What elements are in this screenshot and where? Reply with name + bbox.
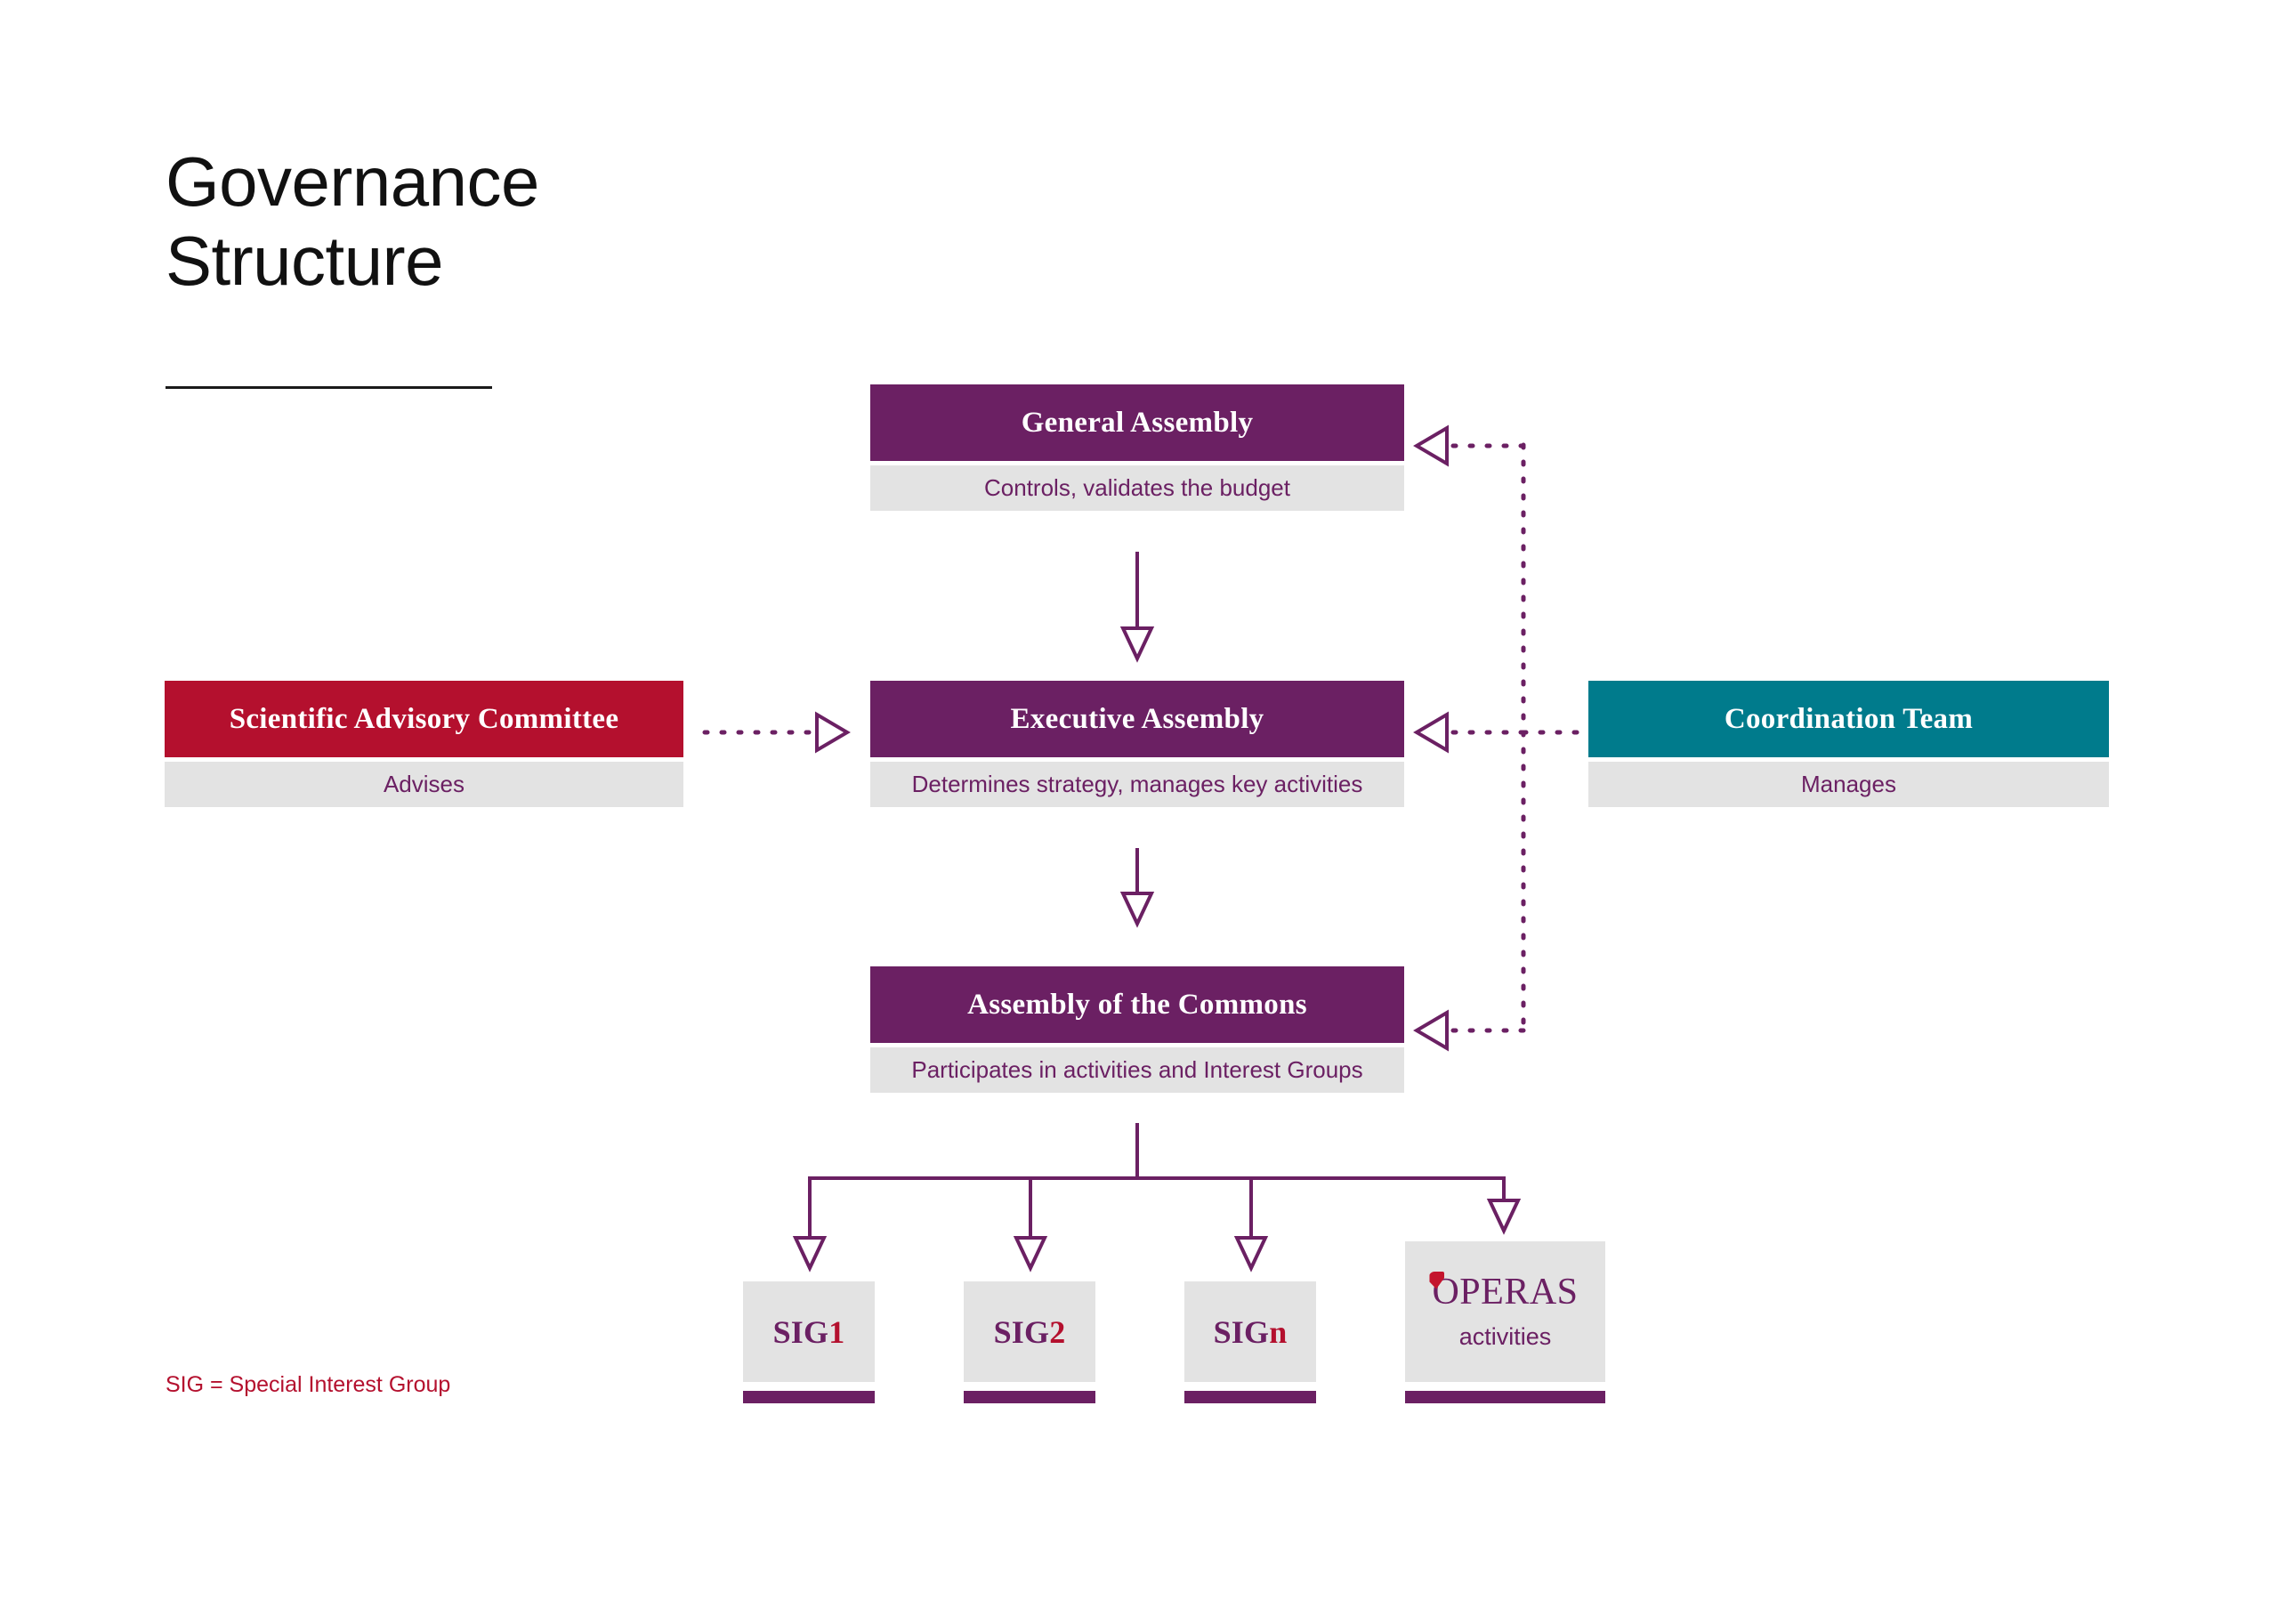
page-title-line-1: Governance bbox=[166, 142, 539, 221]
node-scientific-advisory-committee-subtitle: Advises bbox=[165, 762, 683, 807]
page-title: Governance Structure bbox=[166, 142, 735, 301]
node-scientific-advisory-committee[interactable]: Scientific Advisory Committee Advises bbox=[165, 681, 683, 807]
operas-activities-body: OPERAS activities bbox=[1405, 1241, 1605, 1382]
node-assembly-of-the-commons-title: Assembly of the Commons bbox=[870, 966, 1404, 1043]
node-coordination-team-subtitle: Manages bbox=[1588, 762, 2109, 807]
node-coordination-team-title: Coordination Team bbox=[1588, 681, 2109, 757]
interest-group-sig2-body: SIG2 bbox=[964, 1281, 1095, 1382]
connector-coordination-to-executive bbox=[1413, 711, 1526, 754]
connector-advisory-to-executive bbox=[702, 711, 851, 754]
node-general-assembly-title: General Assembly bbox=[870, 384, 1404, 461]
page-title-line-2: Structure bbox=[166, 221, 443, 300]
node-coordination-team[interactable]: Coordination Team Manages bbox=[1588, 681, 2109, 807]
interest-group-sig1-label: SIG1 bbox=[773, 1313, 845, 1351]
node-scientific-advisory-committee-title: Scientific Advisory Committee bbox=[165, 681, 683, 757]
operas-logo: OPERAS bbox=[1429, 1271, 1579, 1313]
interest-group-sign-body: SIGn bbox=[1184, 1281, 1316, 1382]
interest-group-sign-label: SIGn bbox=[1214, 1313, 1288, 1351]
operas-activities-accent-bar bbox=[1405, 1391, 1605, 1403]
connector-coordination-to-general bbox=[1413, 424, 1526, 467]
interest-group-sign-suffix: n bbox=[1269, 1313, 1288, 1350]
interest-group-sig1-prefix: SIG bbox=[772, 1313, 829, 1350]
operas-activities-box[interactable]: OPERAS activities bbox=[1405, 1241, 1605, 1403]
interest-group-sig2-prefix: SIG bbox=[993, 1313, 1050, 1350]
interest-group-sign-prefix: SIG bbox=[1213, 1313, 1270, 1350]
node-general-assembly-subtitle: Controls, validates the budget bbox=[870, 465, 1404, 511]
interest-group-sig1[interactable]: SIG1 bbox=[743, 1281, 875, 1403]
title-divider-rule bbox=[166, 386, 492, 389]
interest-group-sig2[interactable]: SIG2 bbox=[964, 1281, 1095, 1403]
node-assembly-of-the-commons-subtitle: Participates in activities and Interest … bbox=[870, 1047, 1404, 1093]
interest-group-sign[interactable]: SIGn bbox=[1184, 1281, 1316, 1403]
operas-activities-caption: activities bbox=[1458, 1322, 1552, 1350]
legend-sig-definition: SIG = Special Interest Group bbox=[166, 1372, 451, 1397]
interest-group-sig2-label: SIG2 bbox=[994, 1313, 1066, 1351]
node-executive-assembly-title: Executive Assembly bbox=[870, 681, 1404, 757]
interest-group-sig2-suffix: 2 bbox=[1049, 1313, 1066, 1350]
node-assembly-of-the-commons[interactable]: Assembly of the Commons Participates in … bbox=[870, 966, 1404, 1093]
interest-group-sig1-suffix: 1 bbox=[828, 1313, 845, 1350]
interest-group-sign-accent-bar bbox=[1184, 1391, 1316, 1403]
connector-general-to-executive bbox=[1119, 552, 1155, 663]
connector-executive-to-commons bbox=[1119, 848, 1155, 928]
node-executive-assembly-subtitle: Determines strategy, manages key activit… bbox=[870, 762, 1404, 807]
interest-group-sig1-body: SIG1 bbox=[743, 1281, 875, 1382]
node-executive-assembly[interactable]: Executive Assembly Determines strategy, … bbox=[870, 681, 1404, 807]
interest-group-sig2-accent-bar bbox=[964, 1391, 1095, 1403]
interest-group-sig1-accent-bar bbox=[743, 1391, 875, 1403]
node-general-assembly[interactable]: General Assembly Controls, validates the… bbox=[870, 384, 1404, 511]
operas-wordmark-text: OPERAS bbox=[1432, 1271, 1579, 1313]
connector-coordination-to-commons bbox=[1413, 1009, 1526, 1052]
connector-coordination-spine bbox=[1521, 442, 1588, 1035]
